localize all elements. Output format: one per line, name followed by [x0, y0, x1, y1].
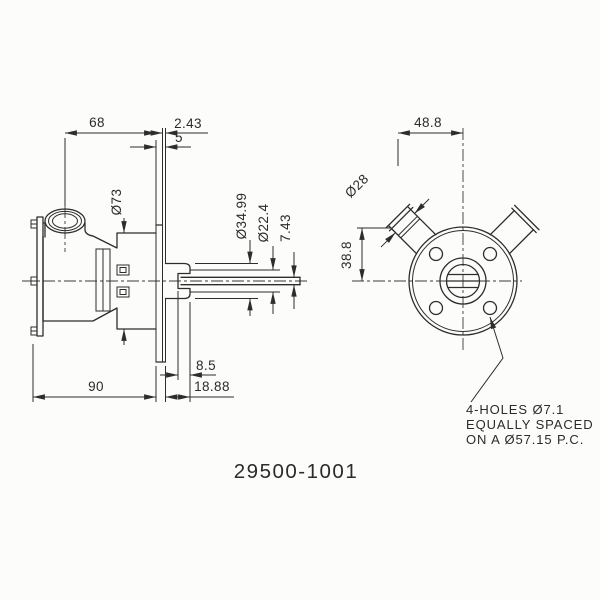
dim-7-43-label: 7.43 [278, 214, 293, 242]
dim-68-label: 68 [89, 115, 105, 130]
part-number: 29500-1001 [234, 460, 358, 483]
dim-dia-73: Ø73 [109, 189, 127, 345]
dim-5-label: 5 [175, 130, 183, 145]
holes-note-line-2: EQUALLY SPACED [466, 417, 593, 432]
dim-7-43: 7.43 [278, 214, 297, 309]
front-flange [408, 226, 518, 336]
dim-48-8: 48.8 [397, 115, 463, 166]
dim-18-88: 18.88 [165, 366, 234, 402]
holes-note: 4-HOLES Ø7.1 EQUALLY SPACED ON A Ø57.15 … [466, 316, 593, 447]
side-view: 68 2.43 5 Ø73 Ø34.99 Ø22.4 [22, 115, 308, 402]
dim-dia-22-4-label: Ø22.4 [256, 204, 271, 243]
dim-38-8-label: 38.8 [339, 241, 354, 269]
bolt-holes [428, 246, 498, 316]
shaft-hub [164, 262, 280, 300]
front-view: Ø28 48.8 38.8 4-HOLES Ø7.1 EQUALLY SPACE… [339, 115, 593, 447]
dim-dia-34-99-label: Ø34.99 [234, 193, 249, 240]
dim-68: 68 [64, 115, 156, 206]
dim-8-5: 8.5 [160, 291, 216, 402]
dim-18-88-label: 18.88 [194, 379, 230, 394]
dim-2-43-label: 2.43 [174, 116, 202, 131]
dim-dia-22-4: Ø22.4 [256, 204, 276, 314]
end-cover-plate [30, 216, 44, 337]
holes-note-line-3: ON A Ø57.15 P.C. [466, 432, 584, 447]
drive-shaft [180, 276, 301, 286]
side-port [42, 208, 94, 238]
front-left-port [380, 198, 437, 255]
pump-body [42, 232, 157, 330]
dim-5: 5 [130, 130, 191, 150]
front-shaft [445, 263, 481, 299]
dim-38-8: 38.8 [339, 227, 390, 281]
front-right-port [489, 204, 540, 255]
dim-90: 90 [32, 344, 157, 402]
dim-dia-34-99: Ø34.99 [234, 193, 253, 316]
dim-8-5-label: 8.5 [196, 358, 216, 373]
dim-dia-73-label: Ø73 [109, 189, 124, 216]
dim-dia-28-label: Ø28 [342, 171, 371, 200]
mounting-flange [155, 128, 167, 363]
dim-90-label: 90 [88, 379, 104, 394]
dim-48-8-label: 48.8 [414, 115, 442, 130]
dim-2-43: 2.43 [148, 116, 208, 136]
holes-note-line-1: 4-HOLES Ø7.1 [466, 402, 564, 417]
